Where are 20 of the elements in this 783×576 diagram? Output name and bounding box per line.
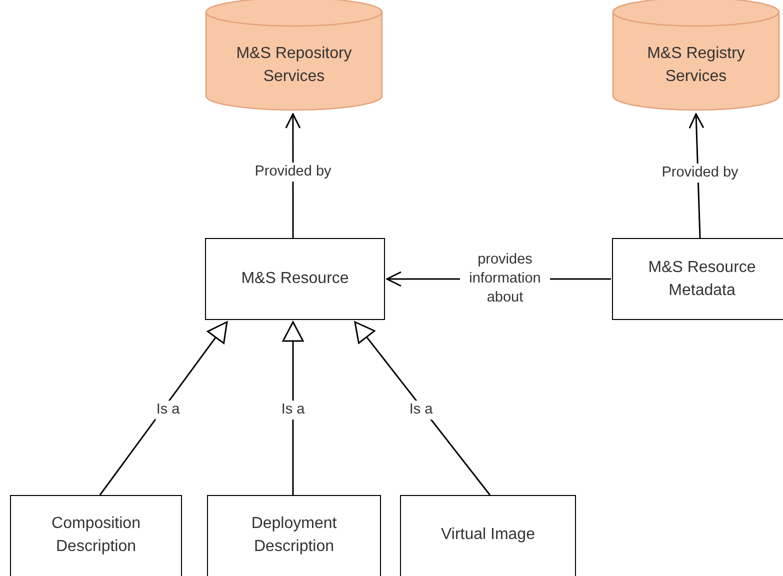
class-box — [400, 495, 576, 576]
arrow — [282, 321, 304, 495]
class-box — [10, 495, 182, 576]
node-label: M&S Resource — [240, 269, 350, 290]
class-box — [205, 238, 385, 320]
edge-label: Is a — [408, 400, 434, 420]
node-label: Composition Description — [50, 514, 142, 557]
edge-label: Provided by — [660, 164, 740, 182]
node-label: M&S Repository Services — [235, 44, 353, 87]
class-box — [207, 495, 381, 576]
edge-label: Provided by — [254, 162, 332, 182]
arrow — [354, 321, 491, 496]
node-label: M&S Resource Metadata — [647, 258, 757, 301]
node-label: Virtual Image — [440, 525, 536, 546]
node-label: M&S Registry Services — [646, 44, 746, 87]
node-label: Deployment Description — [250, 514, 338, 557]
class-box — [612, 238, 783, 320]
edge-label: Is a — [155, 400, 181, 420]
edge-label: Is a — [280, 400, 306, 420]
arrow — [99, 321, 228, 496]
